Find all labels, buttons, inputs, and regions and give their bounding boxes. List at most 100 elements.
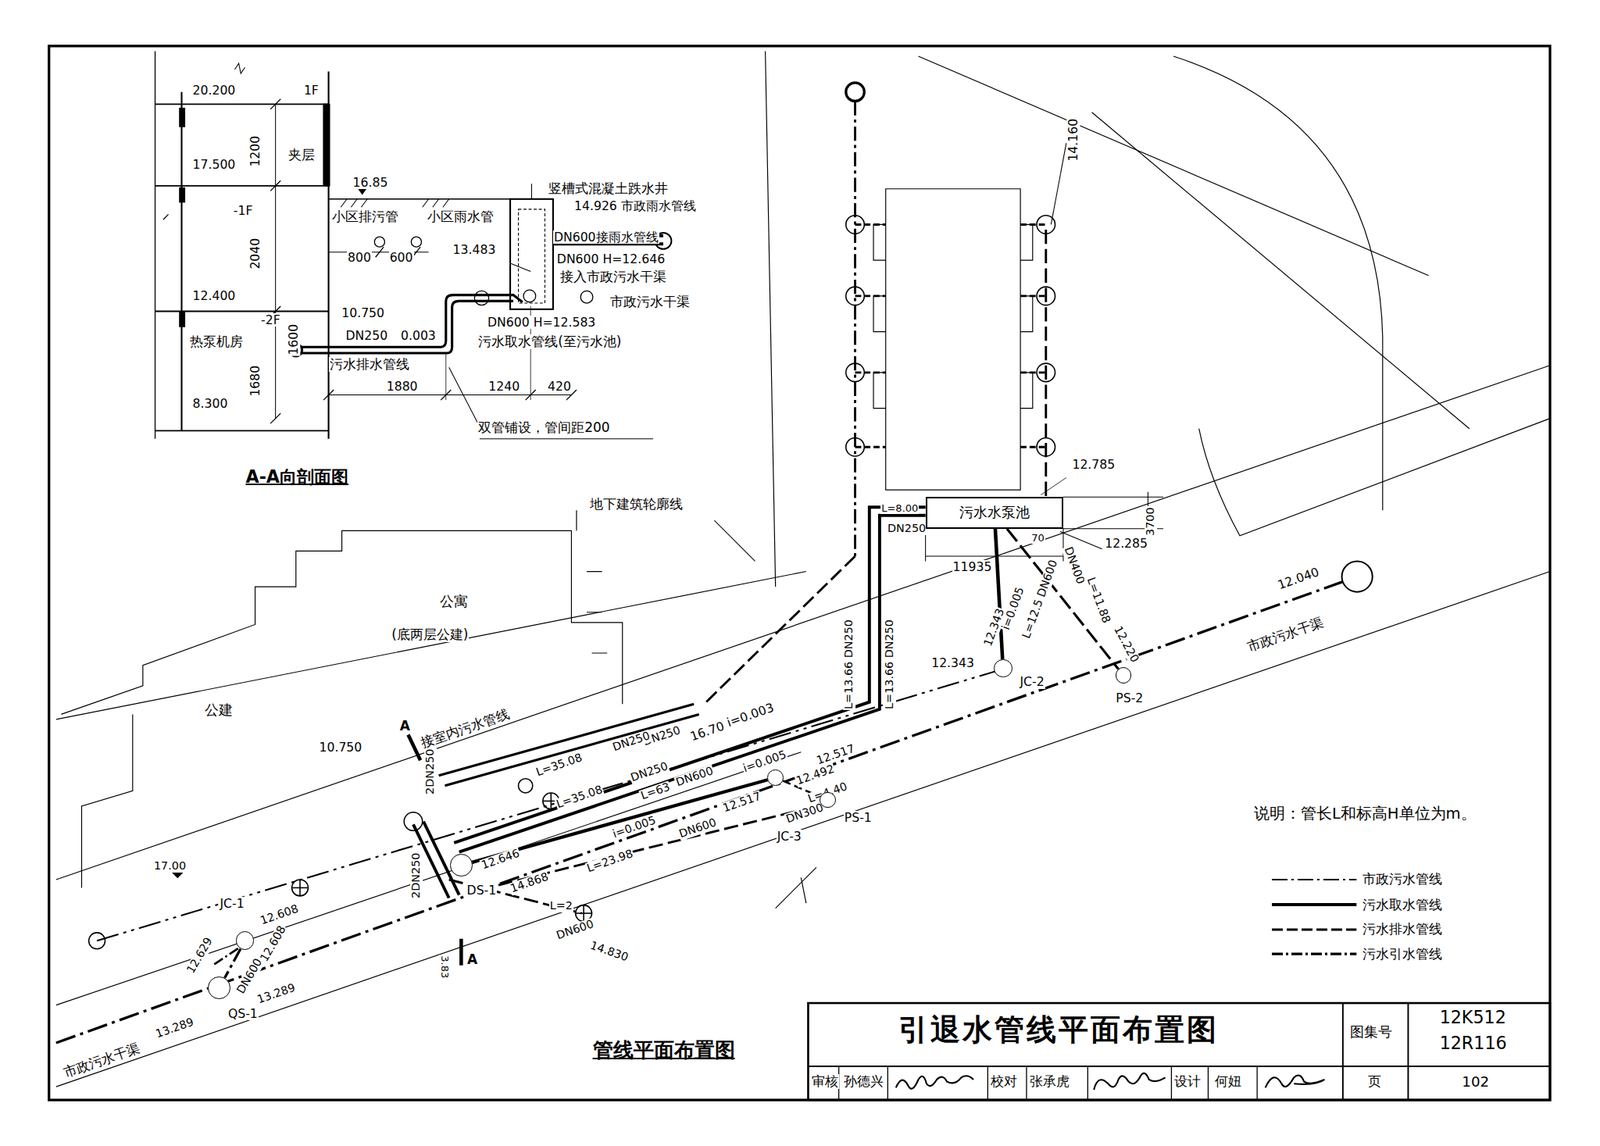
signature <box>1093 1073 1165 1090</box>
apartment-drains <box>855 371 886 374</box>
apartment-drains <box>855 223 886 226</box>
manhole-circle: JC-3 <box>767 769 784 786</box>
drop-well <box>510 199 554 310</box>
legend-sample-line <box>1271 928 1357 931</box>
title-block-cell: 校对 <box>989 1074 1018 1090</box>
legend-text: 市政污水管线 <box>1362 870 1443 889</box>
drawing-label: 420 <box>546 379 572 393</box>
drawing-label: 接入市政污水干渠 <box>559 269 668 285</box>
drawing-label: 公建 <box>203 702 234 718</box>
drawing-label: DN600 <box>673 764 716 790</box>
pipelines <box>1342 560 1373 592</box>
drawing-label: 1880 <box>385 379 419 393</box>
site-outline <box>873 189 1033 490</box>
drawing-label: 10.750 <box>340 306 386 320</box>
manhole-circle: DS-1 <box>450 853 473 877</box>
pipe-connector <box>1007 528 1119 670</box>
section-building <box>155 50 330 439</box>
box-label: 污水水泵池 <box>958 504 1031 521</box>
section-building <box>180 92 183 432</box>
drawing-label: 13.483 <box>452 242 497 257</box>
signature <box>896 1075 974 1089</box>
apartment-drains <box>1020 294 1047 297</box>
drop-well <box>510 263 531 272</box>
pipelines <box>292 879 309 897</box>
legend-text: 污水引水管线 <box>1362 945 1443 964</box>
drawing-label: 14.868 <box>507 871 551 897</box>
manhole-circle: JC-1 <box>235 931 255 950</box>
pipelines <box>292 778 593 922</box>
title-block-cell: 设计 <box>1173 1074 1202 1090</box>
drawing-label: L=23.98 <box>584 847 636 876</box>
drawing-label: DN250 <box>344 328 389 343</box>
drawing-label: A-A向剖面图 <box>244 467 350 486</box>
title-block-cell: 孙德兴 <box>842 1074 885 1090</box>
drop-well <box>518 209 546 304</box>
section-building <box>270 180 281 191</box>
section-building <box>154 50 156 439</box>
drawing-label: DN600 H=12.646 <box>556 252 666 266</box>
drawing-label: L=8.00 <box>880 503 919 515</box>
drop-well <box>580 290 593 304</box>
drawing-label: 800 <box>346 250 372 265</box>
section-building <box>179 108 186 128</box>
drawing-label: 1600 <box>287 322 301 356</box>
drawing-label: 12.492 <box>793 762 837 788</box>
apartment-drains <box>1020 223 1047 226</box>
frame <box>887 1066 889 1100</box>
drawing-label: 14.926 市政雨水管线 <box>573 199 697 213</box>
apartment-drains <box>846 82 1056 557</box>
drawing-label: L=63 <box>639 781 673 804</box>
drawing-label: L=13.66 DN250 <box>883 618 897 711</box>
frame <box>1407 1003 1409 1100</box>
drawing-label: 11935 <box>952 560 993 574</box>
drawing-label: 20.200 <box>192 83 237 97</box>
apartment-drains <box>1036 437 1056 457</box>
drawing-label: DN600接雨水管线 <box>553 230 660 244</box>
drawing-label: L=13.66 DN250 <box>842 618 856 711</box>
pipelines <box>582 905 585 922</box>
title-block-cell: 何妞 <box>1214 1074 1243 1090</box>
manhole-id: PS-2 <box>1114 691 1144 705</box>
frame <box>1342 1003 1344 1100</box>
drawing-label: 12.629 <box>184 935 216 977</box>
manhole-id: JC-2 <box>1019 675 1046 689</box>
drawing-label: 1F <box>303 83 320 97</box>
drawing-label: L=35.08 <box>533 751 585 780</box>
legend-sample-line <box>1271 903 1357 908</box>
apartment-drains <box>1036 363 1056 383</box>
legend-item: 污水取水管线 <box>1270 894 1443 915</box>
section-pipe <box>479 438 654 440</box>
site-outline <box>714 520 755 561</box>
site-outline <box>918 56 1429 276</box>
drawing-label: 10.750 <box>318 740 364 754</box>
drawing-label: 16.85 <box>352 175 390 190</box>
legend-text: 污水取水管线 <box>1362 896 1443 915</box>
apartment-drains <box>1020 446 1047 449</box>
drawing-label: DN600 H=12.583 <box>486 315 597 329</box>
pipelines <box>56 507 1373 1043</box>
drawing-label: 12.646 <box>479 846 523 872</box>
pipelines <box>56 582 1343 1043</box>
manhole-id: QS-1 <box>227 1007 259 1021</box>
pipelines <box>453 507 925 843</box>
drawing-label: 13.289 <box>153 1015 197 1041</box>
section-ground <box>410 236 422 247</box>
pipelines <box>703 556 855 704</box>
frame <box>1207 1066 1209 1100</box>
drawing-label: 12.285 <box>1103 536 1149 550</box>
drawing-label: DN400 <box>1061 544 1087 587</box>
section-building <box>179 312 186 327</box>
drop-well <box>474 290 489 305</box>
section-ground <box>374 236 385 247</box>
section-building <box>155 429 329 432</box>
site-outline <box>1173 56 1383 511</box>
frame <box>1256 1066 1258 1100</box>
pipelines <box>550 792 553 810</box>
title-block-cell: 张承虎 <box>1028 1074 1071 1090</box>
site-outline <box>56 365 1550 880</box>
apartment-drains <box>846 437 865 457</box>
drawing-label: 接室内污水管线 <box>417 706 512 751</box>
site-outline <box>1040 477 1067 495</box>
drawing-label: 1200 <box>248 135 262 168</box>
